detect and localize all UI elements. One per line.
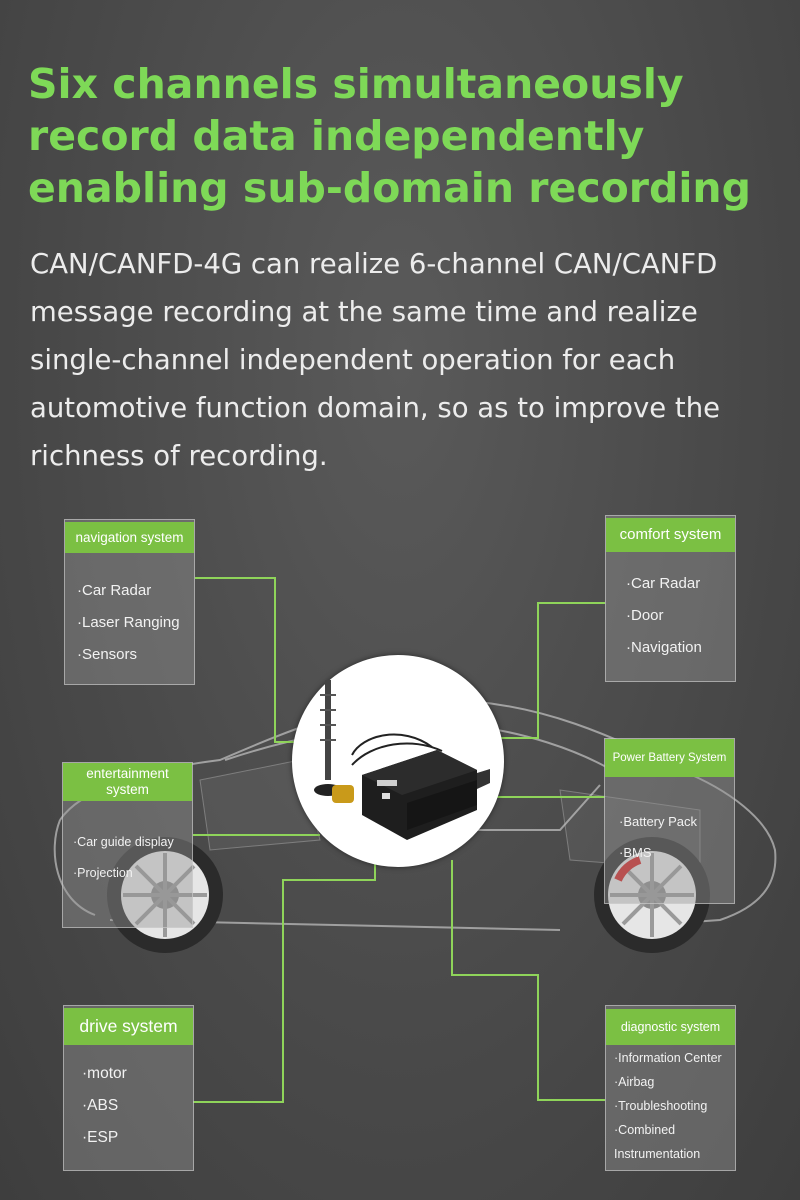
list-item: ·Combined Instrumentation — [614, 1123, 701, 1161]
list-item: ·Laser Ranging — [77, 614, 180, 631]
list-item: ·Car Radar — [626, 575, 701, 592]
list-item: ·ABS — [82, 1097, 119, 1114]
entertainment-system-box: entertainment system ·Car guide display … — [62, 762, 193, 928]
list-item: ·Airbag — [614, 1075, 655, 1089]
entertainment-system-title: entertainment system — [63, 763, 192, 801]
list-item: ·BMS — [619, 845, 652, 860]
navigation-system-box: navigation system ·Car Radar ·Laser Rang… — [64, 519, 195, 685]
comfort-system-title: comfort system — [606, 518, 735, 552]
headline: Six channels simultaneously record data … — [28, 60, 751, 212]
list-item: ·Projection — [73, 866, 133, 880]
comfort-system-box: comfort system ·Car Radar ·Door ·Navigat… — [605, 515, 736, 682]
navigation-system-title: navigation system — [65, 522, 194, 553]
power-battery-system-title: Power Battery System — [605, 739, 734, 777]
drive-system-box: drive system ·motor ·ABS ·ESP — [63, 1005, 194, 1171]
list-item: ·Navigation — [626, 639, 702, 656]
description: CAN/CANFD-4G can realize 6-channel CAN/C… — [30, 248, 721, 472]
diagnostic-system-title: diagnostic system — [606, 1009, 735, 1045]
list-item: ·Battery Pack — [619, 814, 698, 829]
list-item: ·Information Center — [614, 1051, 722, 1065]
list-item: ·Troubleshooting — [614, 1099, 708, 1113]
list-item: ·Sensors — [77, 646, 138, 663]
list-item: ·motor — [82, 1065, 127, 1082]
list-item: ·Car guide display — [73, 835, 174, 849]
list-item: ·Car Radar — [77, 582, 152, 599]
drive-system-title: drive system — [64, 1008, 193, 1045]
device-circle — [292, 655, 504, 867]
list-item: ·ESP — [82, 1129, 119, 1146]
list-item: ·Door — [626, 607, 664, 624]
can-recorder-device-icon — [314, 680, 490, 840]
diagnostic-system-box: diagnostic system ·Information Center ·A… — [605, 1005, 736, 1171]
power-battery-system-box: Power Battery System ·Battery Pack ·BMS — [604, 738, 735, 904]
